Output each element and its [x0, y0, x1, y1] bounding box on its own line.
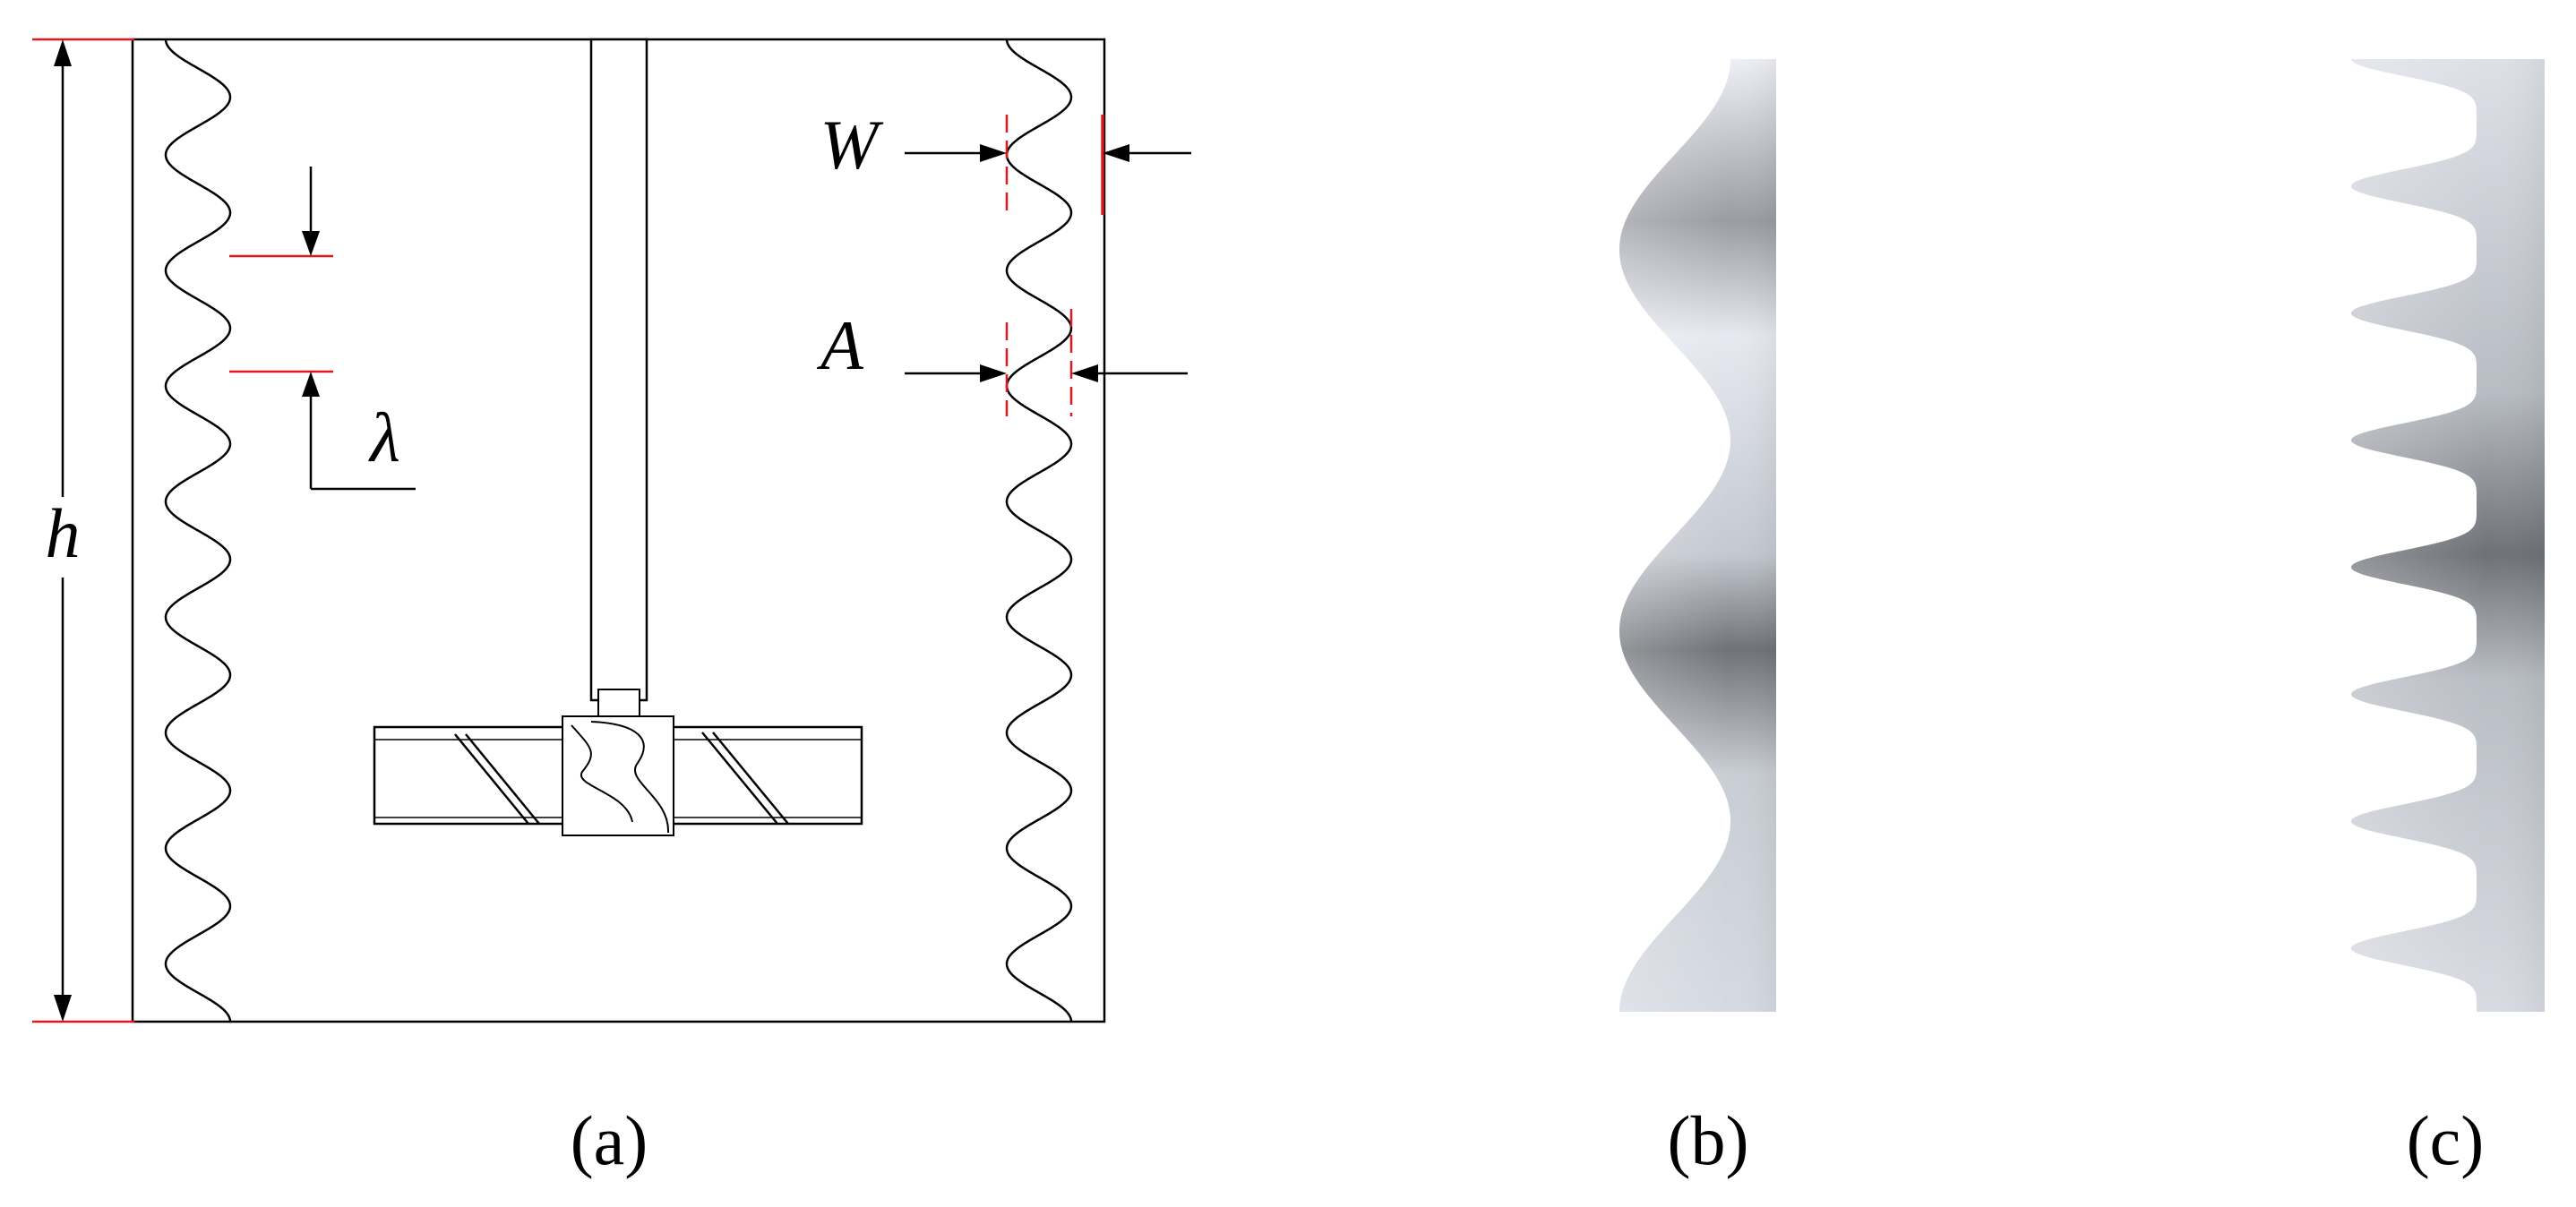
right-wavy-baffle [1005, 39, 1073, 1023]
height-dimension [32, 38, 134, 1023]
panel-a-schematic: h λ W A [32, 38, 1191, 1023]
panel-c-baffle-render [2351, 59, 2545, 1012]
wavelength-dimension [229, 167, 416, 491]
wavelength-symbol: λ [368, 398, 400, 476]
amplitude-symbol: A [816, 306, 863, 384]
height-symbol: h [46, 494, 81, 572]
left-wavy-baffle [164, 39, 232, 1023]
panel-b-baffle-render [1619, 59, 1776, 1012]
caption-c: (c) [2407, 1101, 2485, 1179]
pitched-blade-impeller [373, 715, 863, 836]
caption-a: (a) [571, 1101, 648, 1179]
amplitude-dimension [905, 309, 1188, 416]
width-dimension [905, 115, 1191, 215]
impeller-shaft [589, 38, 648, 719]
width-symbol: W [820, 106, 884, 184]
caption-b: (b) [1668, 1101, 1749, 1179]
